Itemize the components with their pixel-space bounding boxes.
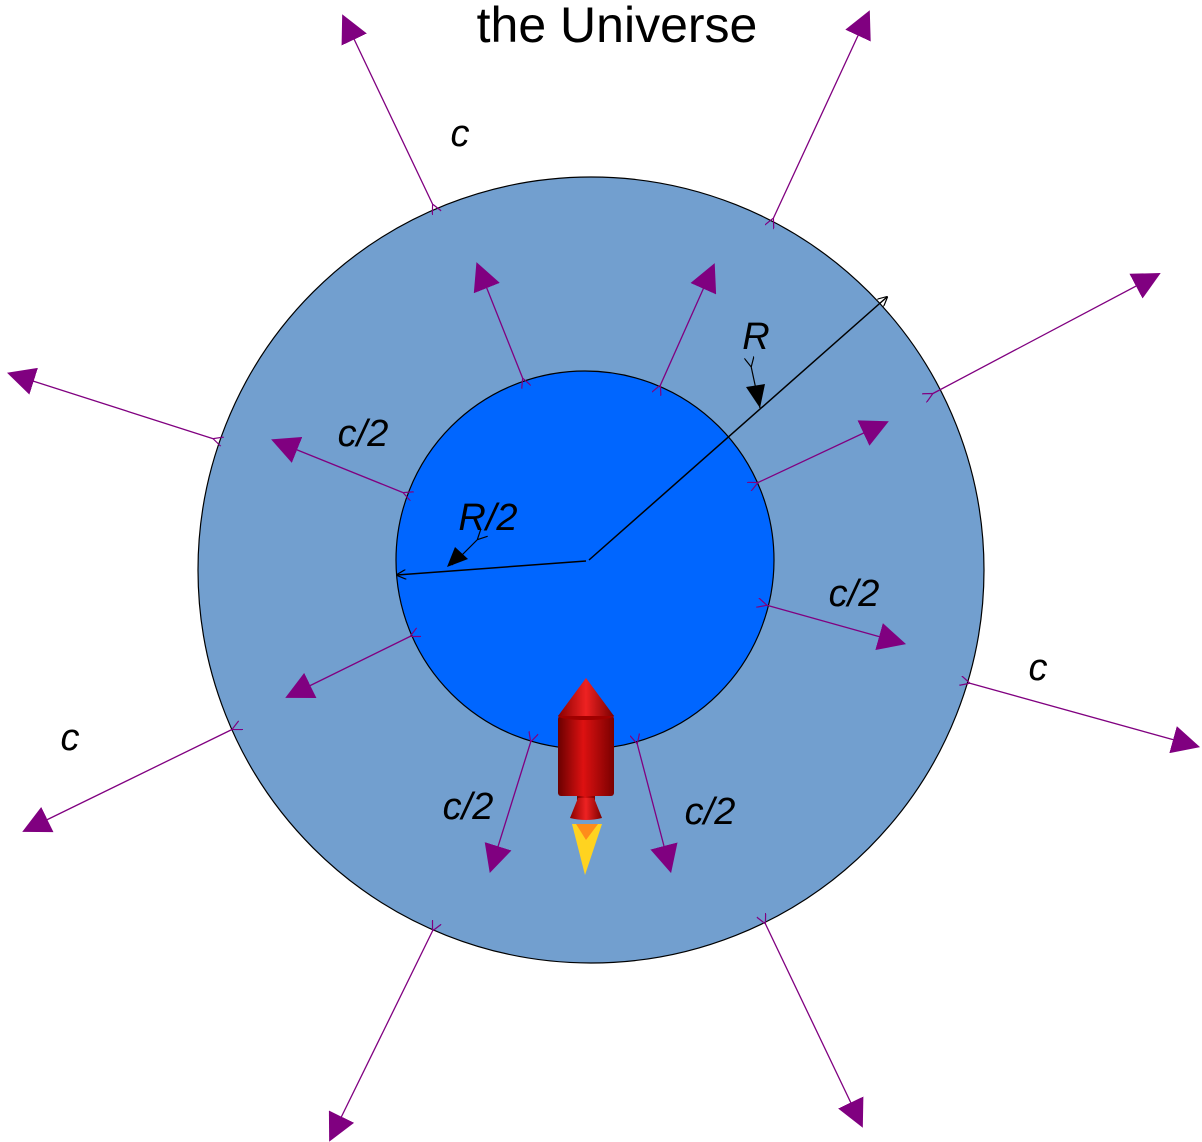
arrow-outer-ne bbox=[932, 275, 1157, 394]
arrow-outer-n-left bbox=[344, 18, 433, 205]
diagram-title: the Universe bbox=[477, 0, 758, 53]
label-c-top: c bbox=[451, 113, 470, 155]
label-c-left: c bbox=[61, 717, 80, 759]
outer-expansion-arrows bbox=[11, 14, 1196, 1138]
radius-inner-line bbox=[397, 560, 587, 575]
arrow-outer-w bbox=[11, 374, 214, 439]
arrow-outer-s-left bbox=[331, 930, 433, 1138]
arrow-inner-s-right bbox=[637, 743, 670, 869]
radius-inner-pointer bbox=[447, 539, 478, 567]
label-c2-bottom-right: c/2 bbox=[685, 791, 736, 833]
arrow-inner-w bbox=[275, 441, 404, 493]
arrow-outer-e bbox=[969, 683, 1196, 746]
label-c2-upper-left: c/2 bbox=[338, 413, 389, 455]
arrow-inner-n-right bbox=[660, 267, 713, 386]
arrow-outer-s-right bbox=[765, 923, 861, 1124]
label-radius-outer: R bbox=[742, 316, 769, 358]
arrow-inner-s-left bbox=[491, 741, 531, 869]
label-c-right: c bbox=[1029, 647, 1048, 689]
inner-expansion-arrows bbox=[275, 266, 902, 869]
arrow-outer-n-right bbox=[773, 14, 868, 219]
label-c2-bottom-left: c/2 bbox=[443, 786, 494, 828]
arrow-inner-n-left bbox=[478, 266, 523, 379]
radius-outer-line bbox=[588, 297, 887, 561]
radius-outer-pointer bbox=[746, 366, 765, 409]
arrow-inner-e bbox=[766, 605, 902, 643]
label-radius-inner: R/2 bbox=[458, 497, 517, 539]
arrow-inner-ne bbox=[757, 423, 885, 483]
arrow-outer-sw bbox=[26, 729, 233, 830]
arrow-inner-sw bbox=[289, 636, 411, 696]
label-c2-right: c/2 bbox=[829, 573, 880, 615]
rocket-icon bbox=[558, 678, 614, 875]
